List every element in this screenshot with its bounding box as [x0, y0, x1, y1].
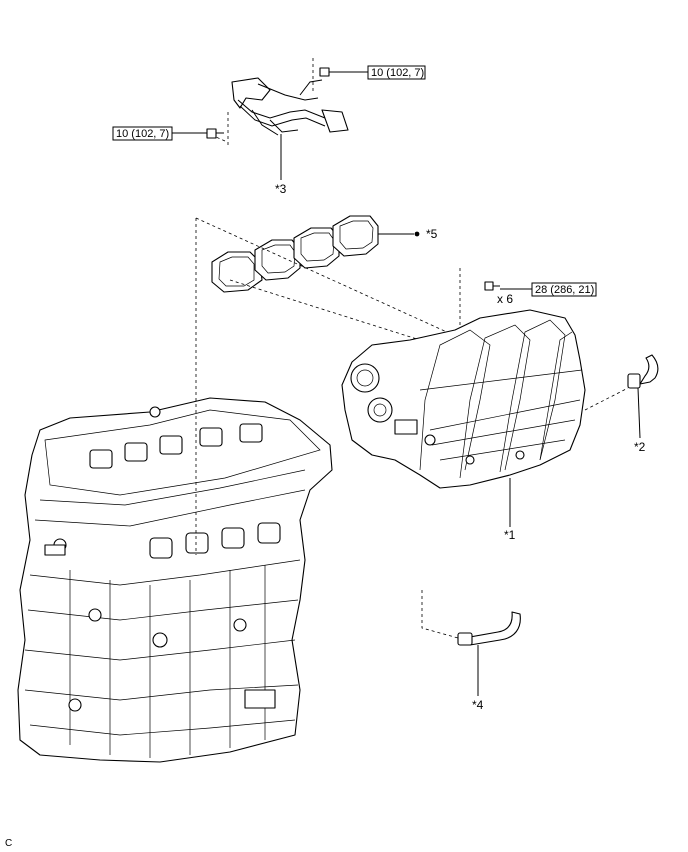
manifold-bolt [484, 281, 500, 291]
callout-2: *2 [634, 440, 646, 454]
vacuum-hose-bottom [457, 611, 521, 646]
new-part-dot-icon [414, 231, 420, 237]
harness-bolt-lower [206, 128, 224, 139]
svg-text:10 (102, 7): 10 (102, 7) [371, 67, 424, 79]
torque-box-upper-harness-bolt: 10 (102, 7) [340, 65, 426, 80]
callout-5: *5 [426, 227, 438, 241]
callout-4: *4 [472, 698, 484, 712]
torque-box-lower-harness-bolt: 10 (102, 7) [112, 126, 207, 141]
svg-text:10 (102, 7): 10 (102, 7) [116, 128, 169, 140]
callout-3: *3 [275, 182, 287, 196]
vacuum-hose-right [627, 354, 659, 389]
harness-bolt-upper [319, 67, 340, 77]
footer-code: C [5, 838, 12, 849]
wire-harness [231, 77, 349, 136]
intake-manifold [341, 309, 586, 489]
svg-text:28 (286, 21): 28 (286, 21) [535, 284, 594, 296]
callout-1: *1 [504, 528, 516, 542]
intake-manifold-gasket [211, 215, 379, 293]
bolt-quantity: x 6 [497, 292, 513, 306]
engine-block [17, 397, 333, 763]
torque-box-manifold-bolt: 28 (286, 21) [500, 282, 597, 297]
